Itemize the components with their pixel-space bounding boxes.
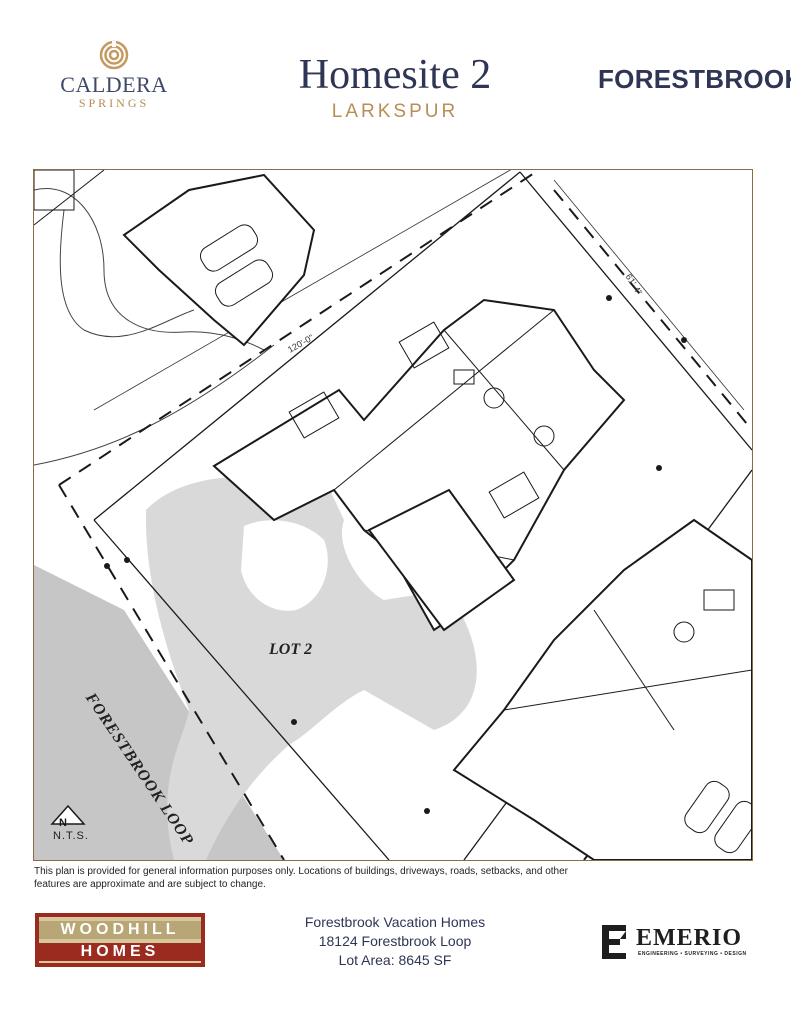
garage bbox=[367, 488, 516, 632]
page-title: Homesite 2 bbox=[298, 52, 492, 98]
disclaimer: This plan is provided for general inform… bbox=[34, 866, 568, 890]
north-arrow-icon bbox=[50, 804, 86, 825]
curb-line bbox=[34, 188, 265, 351]
driveway bbox=[145, 476, 477, 860]
woodhill-homes-logo: WOODHILL HOMES bbox=[35, 913, 205, 967]
lot-area: Lot Area: 8645 SF bbox=[338, 952, 452, 968]
curb-line bbox=[34, 344, 275, 466]
caldera-springs-logo: CALDERA SPRINGS bbox=[52, 40, 176, 110]
scale-note: N.T.S. bbox=[53, 830, 89, 842]
forestbrook-logo: FORESTBROOK bbox=[598, 64, 791, 94]
lot-label: LOT 2 bbox=[269, 641, 313, 658]
north-arrow-letter: N bbox=[59, 817, 67, 829]
caldera-logo-word: CALDERA bbox=[60, 72, 168, 97]
neighbor-house bbox=[452, 518, 752, 860]
woodhill-logo-line2: HOMES bbox=[39, 943, 201, 961]
woodhill-logo-line1: WOODHILL bbox=[39, 921, 201, 939]
address-block: Forestbrook Vacation Homes 18124 Forestb… bbox=[275, 913, 515, 970]
emerio-logo-tagline: ENGINEERING • SURVEYING • DESIGN bbox=[638, 951, 747, 957]
site-plan-drawing: N bbox=[34, 170, 752, 860]
emerio-mark-icon bbox=[602, 925, 626, 959]
caldera-logo-springs: SPRINGS bbox=[78, 96, 150, 110]
emerio-logo-word: EMERIO bbox=[636, 925, 743, 951]
title-block: Homesite 2 LARKSPUR bbox=[240, 52, 550, 124]
site-plan: N LOT 2 FORESTBROOK LOOP 120'-0" 61'-4" … bbox=[33, 169, 753, 861]
neighbor-house bbox=[122, 173, 316, 347]
page-subtitle: LARKSPUR bbox=[331, 101, 459, 122]
project-name: Forestbrook Vacation Homes bbox=[304, 914, 486, 930]
curb-line bbox=[59, 209, 195, 338]
emerio-logo: EMERIO ENGINEERING • SURVEYING • DESIGN bbox=[602, 925, 754, 961]
street-address: 18124 Forestbrook Loop bbox=[318, 933, 472, 949]
spiral-icon bbox=[99, 40, 129, 70]
driveway-island bbox=[241, 520, 328, 611]
